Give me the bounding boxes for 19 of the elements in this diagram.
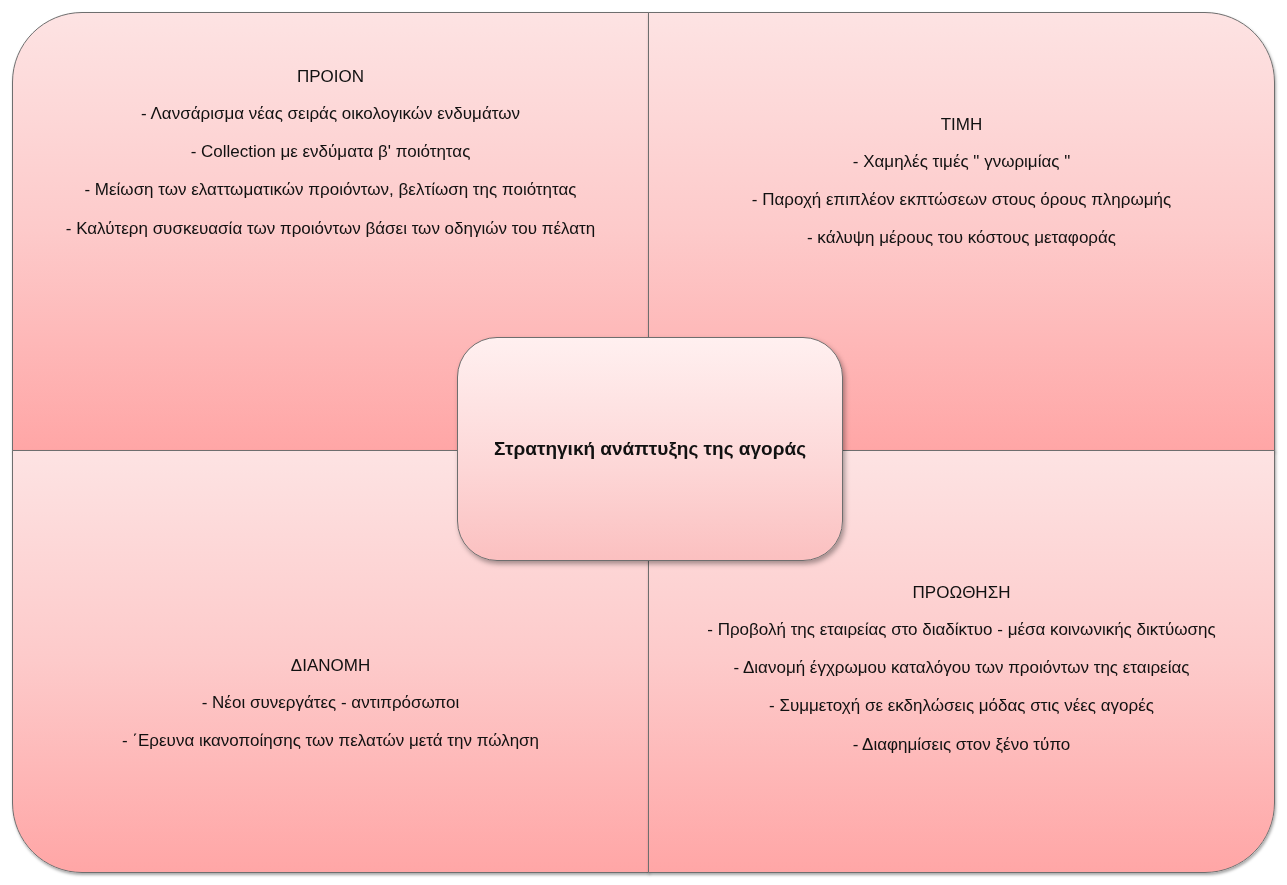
bullet-item: - Προβολή της εταιρείας στο διαδίκτυο - μέσα κοινωνικής δικτύωσης xyxy=(707,618,1216,641)
bullet-item: - Παροχή επιπλέον εκπτώσεων στους όρους πληρωμής xyxy=(751,189,1172,212)
bullet-item: - Καλύτερη συσκευασία των προιόντων βάσει των οδηγιών του πέλατη xyxy=(65,217,596,240)
bullet-item: - Διανομή έγχρωμου καταλόγου των προιόντων της εταιρείας xyxy=(733,657,1190,680)
panel-heading: ΠΡΟΩΘΗΣΗ xyxy=(912,582,1011,604)
panel-heading: ΤΙΜΗ xyxy=(940,114,983,136)
bullet-item: - Μείωση των ελαττωματικών προιόντων, βελτίωση της ποιότητας xyxy=(84,179,577,202)
panel-heading: ΔΙΑΝΟΜΗ xyxy=(290,655,371,677)
center-box xyxy=(457,337,843,561)
panel-heading: ΠΡΟΙΟΝ xyxy=(296,66,365,88)
bullet-item: - Λανσάρισμα νέας σειράς οικολογικών ενδυμάτων xyxy=(141,102,520,125)
bullet-item: - Collection με ενδύματα β' ποιότητας xyxy=(190,141,471,164)
bullet-item: - Νέοι συνεργάτες - αντιπρόσωποι xyxy=(201,691,460,714)
bullet-item: - κάλυψη μέρους του κόστους μεταφοράς xyxy=(806,227,1117,250)
center-title: Στρατηγική ανάπτυξης της αγοράς xyxy=(493,437,807,462)
bullet-item: - Συμμετοχή σε εκδηλώσεις μόδας στις νέες αγορές xyxy=(769,695,1154,718)
bullet-item: - Χαμηλές τιμές " γνωριμίας " xyxy=(852,150,1071,173)
bullet-item: - ΄Ερευνα ικανοποίησης των πελατών μετά την πώληση xyxy=(121,730,540,753)
bullet-item: - Διαφημίσεις στον ξένο τύπο xyxy=(852,733,1071,756)
